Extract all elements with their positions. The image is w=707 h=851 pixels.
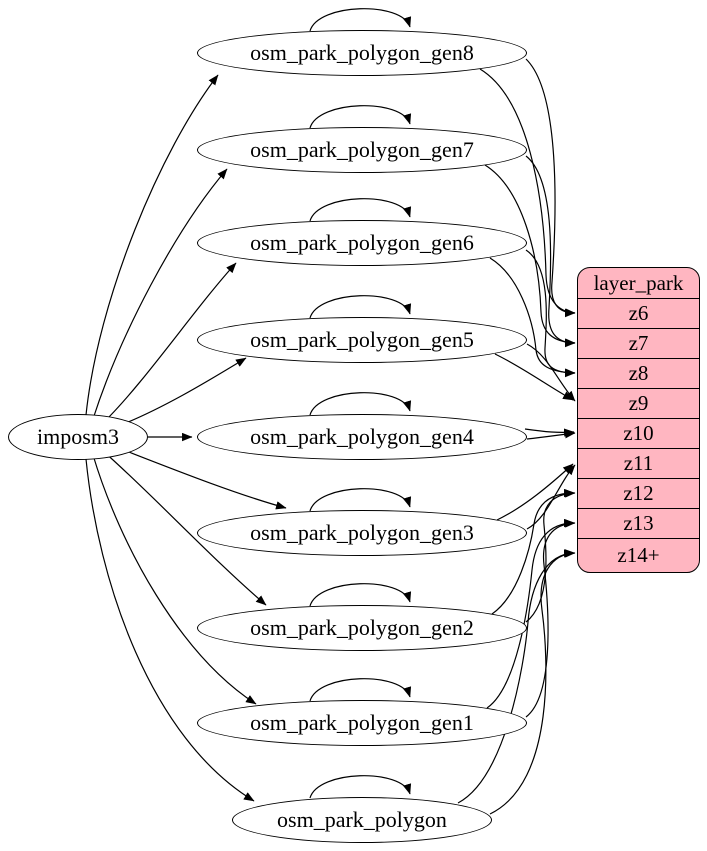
edge-gen4-to-z10-a xyxy=(526,429,576,440)
loop-gen4 xyxy=(309,392,412,416)
node-label: osm_park_polygon_gen5 xyxy=(250,327,474,352)
row-label: z11 xyxy=(623,451,654,475)
edge-imposm3-to-gen1 xyxy=(92,454,257,705)
row-label: z6 xyxy=(628,301,649,325)
row-label: z9 xyxy=(628,391,649,415)
edge-gen4-to-z10-b xyxy=(524,428,575,437)
node-label: osm_park_polygon_gen8 xyxy=(250,40,474,65)
edge-gen1-to-z13-a xyxy=(525,519,576,718)
edge-gen7-to-z7-a xyxy=(525,155,576,348)
record-row-z7: z7 xyxy=(578,328,699,358)
edge-imposm3-to-gen2 xyxy=(102,450,267,606)
loop-gen6 xyxy=(309,198,412,222)
loop-gen3 xyxy=(309,488,412,512)
edge-gen2-to-z12-b xyxy=(491,488,575,615)
loop-gen7 xyxy=(309,105,412,129)
edge-imposm3-to-osm-park-polygon xyxy=(85,458,255,802)
node-osm-park-polygon-gen8: osm_park_polygon_gen8 xyxy=(197,30,527,76)
edge-imposm3-to-gen8 xyxy=(85,74,219,416)
node-label: osm_park_polygon_gen7 xyxy=(250,137,474,162)
record-row-z11: z11 xyxy=(578,448,699,478)
node-label: osm_park_polygon_gen4 xyxy=(250,424,474,449)
node-label: osm_park_polygon_gen1 xyxy=(250,710,474,735)
row-label: z14+ xyxy=(617,543,660,567)
edge-gen5-to-z9-b xyxy=(494,353,574,401)
edge-gen8-to-z6-b xyxy=(479,68,576,317)
loop-gen8 xyxy=(309,8,412,32)
record-row-z13: z13 xyxy=(578,508,699,538)
node-label: imposm3 xyxy=(37,424,119,449)
node-osm-park-polygon-gen5: osm_park_polygon_gen5 xyxy=(197,317,527,363)
loop-osm-park-polygon xyxy=(309,775,412,799)
node-label: osm_park_polygon_gen6 xyxy=(250,230,474,255)
node-label: osm_park_polygon_gen2 xyxy=(250,615,474,640)
record-row-z8: z8 xyxy=(578,358,699,388)
record-row-z12: z12 xyxy=(578,478,699,508)
row-label: z12 xyxy=(623,481,654,505)
edge-imposm3-to-gen7 xyxy=(92,168,228,420)
edge-gen2-to-z12-a xyxy=(525,489,576,623)
node-label: osm_park_polygon_gen3 xyxy=(250,520,474,545)
record-row-z10: z10 xyxy=(578,418,699,448)
record-layer-park: layer_park z6 z7 z8 z9 z10 z11 z12 z13 z… xyxy=(577,267,700,573)
record-row-z9: z9 xyxy=(578,388,699,418)
node-label: osm_park_polygon xyxy=(277,807,447,832)
record-row-z14plus: z14+ xyxy=(578,538,699,572)
node-osm-park-polygon-gen4: osm_park_polygon_gen4 xyxy=(197,414,527,460)
record-header: layer_park xyxy=(578,268,699,298)
edge-gen3-to-z11-b xyxy=(496,463,574,521)
record-row-z6: z6 xyxy=(578,298,699,328)
edge-osm-park-polygon-to-z14-b xyxy=(457,549,575,804)
row-label: z13 xyxy=(623,511,654,535)
record-title: layer_park xyxy=(593,270,684,295)
edge-imposm3-to-gen5 xyxy=(115,357,247,428)
edge-gen7-to-z7-b xyxy=(484,164,576,347)
row-label: z8 xyxy=(628,361,649,385)
row-label: z10 xyxy=(623,421,654,445)
edge-osm-park-polygon-to-z14-a xyxy=(489,549,576,815)
node-osm-park-polygon-gen3: osm_park_polygon_gen3 xyxy=(197,510,527,556)
node-osm-park-polygon: osm_park_polygon xyxy=(232,797,492,843)
loop-gen1 xyxy=(309,678,412,702)
loop-gen5 xyxy=(309,295,412,319)
node-imposm3: imposm3 xyxy=(8,414,148,460)
node-osm-park-polygon-gen7: osm_park_polygon_gen7 xyxy=(197,127,527,173)
node-osm-park-polygon-gen6: osm_park_polygon_gen6 xyxy=(197,220,527,266)
edge-gen6-to-z8-b xyxy=(489,257,576,377)
row-label: z7 xyxy=(628,331,649,355)
loop-gen2 xyxy=(309,583,412,607)
edge-imposm3-to-gen3 xyxy=(115,446,287,510)
node-osm-park-polygon-gen2: osm_park_polygon_gen2 xyxy=(197,605,527,651)
node-osm-park-polygon-gen1: osm_park_polygon_gen1 xyxy=(197,700,527,746)
edge-gen1-to-z13-b xyxy=(486,518,575,709)
edge-imposm3-to-gen6 xyxy=(102,262,237,424)
